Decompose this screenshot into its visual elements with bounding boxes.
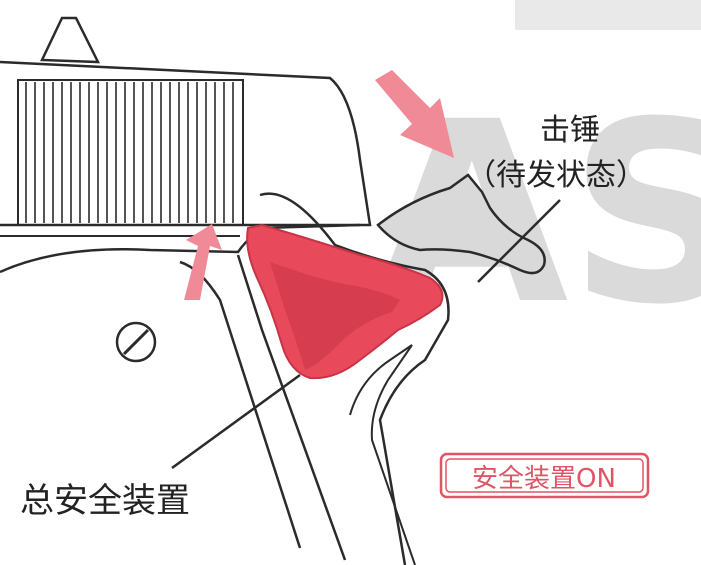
hammer-leader-line: [477, 199, 561, 283]
slide-outline: [0, 60, 372, 227]
grip-outline: [259, 192, 450, 565]
grip-safety-leader-line: [171, 373, 301, 470]
up-arrow: [184, 224, 222, 300]
safety-on-badge: 安全装置ON: [439, 452, 650, 499]
trigger-guard-inner: [236, 254, 347, 561]
hammer-label-line1: 击锤: [540, 113, 600, 148]
grip-inner-outline: [349, 344, 416, 565]
front-sight: [40, 16, 101, 64]
serration-frame: [17, 79, 244, 226]
grip-safety-label: 总安全装置: [20, 481, 190, 521]
grip-screw: [115, 321, 157, 363]
slide-serrations: [25, 82, 234, 223]
down-arrow: [375, 70, 454, 158]
hammer-label-line2: （待发状态）: [466, 158, 646, 193]
grip-safety-shading: [270, 262, 400, 370]
safety-on-badge-text: 安全装置ON: [472, 464, 616, 494]
hammer: [376, 173, 546, 275]
